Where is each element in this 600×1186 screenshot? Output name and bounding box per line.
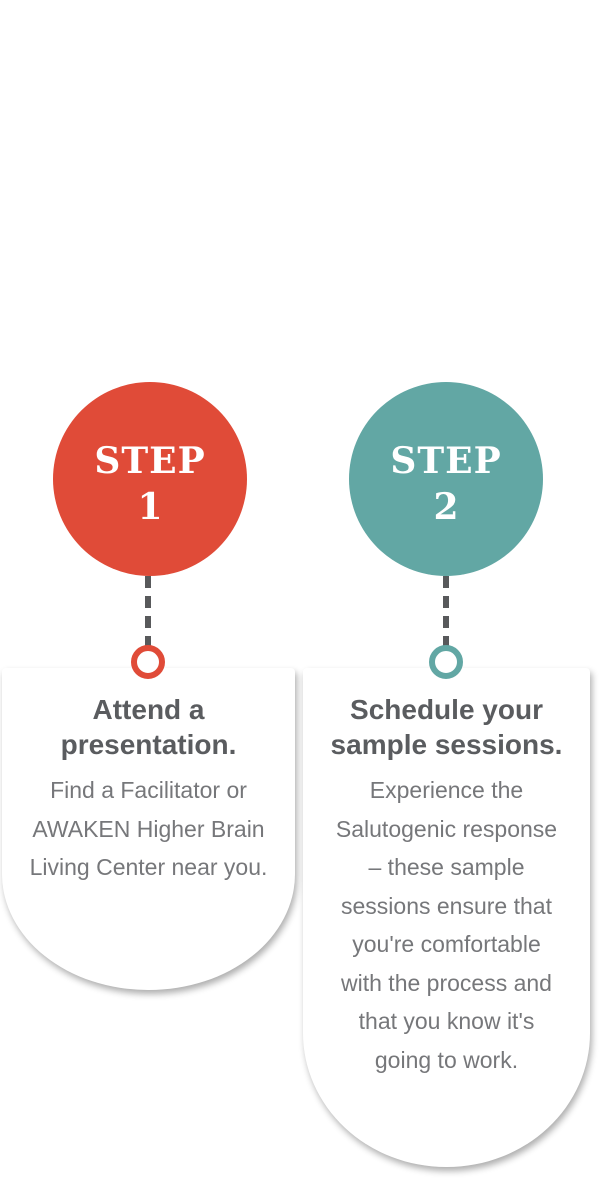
step-1-circle: STEP 1 bbox=[53, 382, 247, 576]
step-1-body-text: Find a Facilitator or AWAKEN Higher Brai… bbox=[29, 777, 268, 880]
step-2-card: Schedule your sample sessions. Experienc… bbox=[303, 668, 590, 1167]
step-2-dashed-connector-line bbox=[443, 576, 449, 646]
step-1-number: 1 bbox=[137, 486, 163, 528]
step-2-body-text: Experience the Salutogenic response – th… bbox=[335, 777, 558, 1073]
step-2-column: STEP 2 Schedule your sample sessions. Ex… bbox=[303, 0, 590, 1186]
step-1-heading: Attend a presentation. bbox=[60, 694, 237, 760]
step-1-label: STEP bbox=[94, 440, 206, 482]
step-2-label: STEP bbox=[390, 440, 502, 482]
step-2-heading: Schedule your sample sessions. bbox=[330, 694, 563, 760]
step-2-ring-icon bbox=[429, 645, 463, 679]
step-2-circle: STEP 2 bbox=[349, 382, 543, 576]
step-1-dashed-connector-line bbox=[145, 576, 151, 646]
step-1-ring-icon bbox=[131, 645, 165, 679]
step-1-column: STEP 1 Attend a presentation. Find a Fac… bbox=[2, 0, 295, 1186]
step-2-number: 2 bbox=[433, 486, 459, 528]
step-1-card: Attend a presentation. Find a Facilitato… bbox=[2, 668, 295, 990]
